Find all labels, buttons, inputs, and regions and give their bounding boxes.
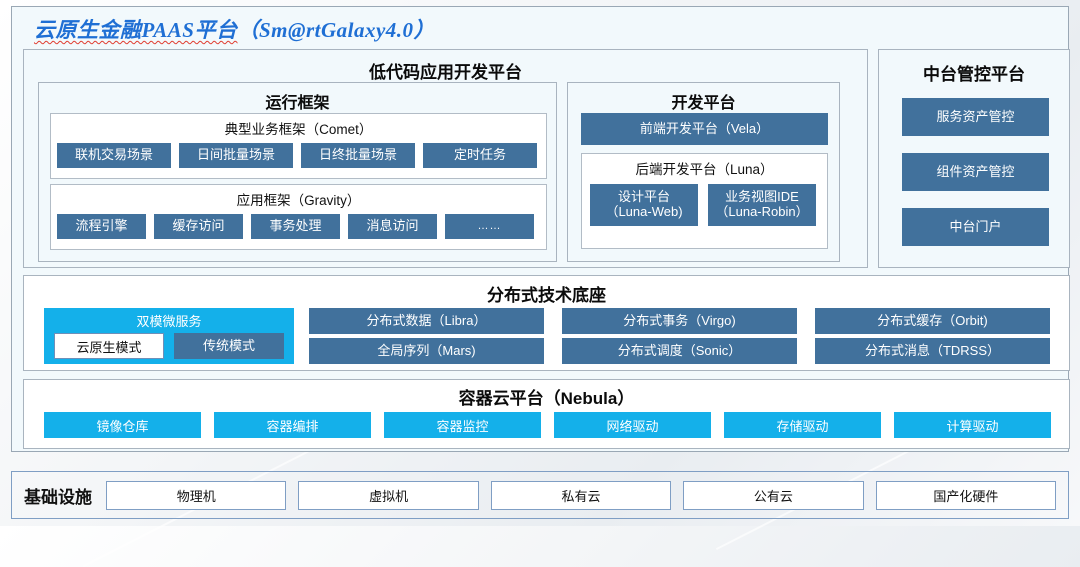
infrastructure-item[interactable]: 物理机 xyxy=(106,480,287,510)
dist-schedule-sonic-box[interactable]: 分布式调度（Sonic） xyxy=(562,338,797,364)
traditional-mode-box[interactable]: 传统模式 xyxy=(174,333,284,359)
dist-message-tdrss-box[interactable]: 分布式消息（TDRSS） xyxy=(815,338,1050,364)
luna-robin-line2: （Luna-Robin） xyxy=(715,204,809,219)
frontend-dev-platform-box[interactable]: 前端开发平台（Vela） xyxy=(581,113,828,145)
container-item[interactable]: 存储驱动 xyxy=(724,412,881,438)
runtime-framework-panel: 运行框架 典型业务框架（Comet） 联机交易场景 日间批量场景 日终批量场景 … xyxy=(38,82,557,262)
midcontrol-platform-panel: 中台管控平台 服务资产管控 组件资产管控 中台门户 xyxy=(878,49,1070,268)
container-item[interactable]: 网络驱动 xyxy=(554,412,711,438)
gravity-item[interactable]: 缓存访问 xyxy=(154,214,243,239)
comet-item[interactable]: 定时任务 xyxy=(423,143,537,168)
container-cloud-header: 容器云平台（Nebula） xyxy=(458,389,635,408)
runtime-framework-header: 运行框架 xyxy=(265,95,330,112)
distributed-base-panel: 分布式技术底座 双模微服务 云原生模式 传统模式 分布式数据（Libra） 全局… xyxy=(23,275,1070,371)
page-title-zh: 云原生金融PAAS平台 xyxy=(34,18,238,42)
infrastructure-item[interactable]: 私有云 xyxy=(490,480,672,510)
gravity-item[interactable]: 消息访问 xyxy=(348,214,437,239)
dev-platform-header: 开发平台 xyxy=(671,95,736,112)
gravity-item[interactable]: 事务处理 xyxy=(251,214,340,239)
distributed-base-header: 分布式技术底座 xyxy=(487,286,606,305)
architecture-diagram: 云原生金融PAAS平台（Sm@rtGalaxy4.0） 低代码应用开发平台 运行… xyxy=(11,6,1070,452)
comet-item[interactable]: 日间批量场景 xyxy=(179,143,293,168)
dualmode-items-row: 云原生模式 传统模式 xyxy=(54,333,284,359)
midcontrol-item[interactable]: 服务资产管控 xyxy=(902,98,1049,136)
dist-data-libra-box[interactable]: 分布式数据（Libra） xyxy=(309,308,544,334)
comet-item[interactable]: 联机交易场景 xyxy=(57,143,171,168)
dev-platform-panel: 开发平台 前端开发平台（Vela） 后端开发平台（Luna） 设计平台 （Lun… xyxy=(567,82,840,262)
gravity-items-row: 流程引擎 缓存访问 事务处理 消息访问 …… xyxy=(51,209,546,239)
midcontrol-item[interactable]: 中台门户 xyxy=(902,208,1049,246)
backend-items-row: 设计平台 （Luna-Web) 业务视图IDE （Luna-Robin） xyxy=(582,178,827,226)
global-sequence-mars-box[interactable]: 全局序列（Mars) xyxy=(309,338,544,364)
container-item[interactable]: 计算驱动 xyxy=(894,412,1051,438)
gravity-item-ellipsis[interactable]: …… xyxy=(445,214,534,239)
infrastructure-bar: 基础设施 物理机 虚拟机 私有云 公有云 国产化硬件 xyxy=(11,471,1069,519)
luna-robin-box[interactable]: 业务视图IDE （Luna-Robin） xyxy=(708,184,816,226)
container-item[interactable]: 镜像仓库 xyxy=(44,412,201,438)
infrastructure-item[interactable]: 公有云 xyxy=(683,480,864,510)
container-items-row: 镜像仓库 容器编排 容器监控 网络驱动 存储驱动 计算驱动 xyxy=(44,412,1051,438)
gravity-header: 应用框架（Gravity） xyxy=(236,193,361,208)
dualmode-microservice-box: 双模微服务 云原生模式 传统模式 xyxy=(44,308,294,364)
page-title-en: （Sm@rtGalaxy4.0） xyxy=(237,18,436,42)
dist-cache-orbit-box[interactable]: 分布式缓存（Orbit) xyxy=(815,308,1050,334)
midcontrol-header: 中台管控平台 xyxy=(923,65,1025,84)
container-item[interactable]: 容器编排 xyxy=(214,412,371,438)
lowcode-platform-panel: 低代码应用开发平台 运行框架 典型业务框架（Comet） 联机交易场景 日间批量… xyxy=(23,49,868,268)
backend-dev-platform-header: 后端开发平台（Luna） xyxy=(635,162,774,177)
comet-item[interactable]: 日终批量场景 xyxy=(301,143,415,168)
container-cloud-panel: 容器云平台（Nebula） 镜像仓库 容器编排 容器监控 网络驱动 存储驱动 计… xyxy=(23,379,1070,449)
luna-web-line2: （Luna-Web) xyxy=(605,204,683,219)
dist-transaction-virgo-box[interactable]: 分布式事务（Virgo) xyxy=(562,308,797,334)
container-item[interactable]: 容器监控 xyxy=(384,412,541,438)
lowcode-platform-header: 低代码应用开发平台 xyxy=(369,63,522,82)
cloud-native-mode-box[interactable]: 云原生模式 xyxy=(54,333,164,359)
infrastructure-label: 基础设施 xyxy=(24,487,92,507)
midcontrol-item[interactable]: 组件资产管控 xyxy=(902,153,1049,191)
gravity-panel: 应用框架（Gravity） 流程引擎 缓存访问 事务处理 消息访问 …… xyxy=(50,184,547,250)
luna-robin-line1: 业务视图IDE xyxy=(725,189,799,205)
infrastructure-item[interactable]: 国产化硬件 xyxy=(875,480,1057,510)
comet-items-row: 联机交易场景 日间批量场景 日终批量场景 定时任务 xyxy=(51,138,546,168)
gravity-item[interactable]: 流程引擎 xyxy=(57,214,146,239)
luna-web-line1: 设计平台 xyxy=(617,189,670,205)
comet-header: 典型业务框架（Comet） xyxy=(224,122,373,137)
luna-web-box[interactable]: 设计平台 （Luna-Web) xyxy=(590,184,698,226)
backend-dev-platform-panel: 后端开发平台（Luna） 设计平台 （Luna-Web) 业务视图IDE （Lu… xyxy=(581,153,828,249)
infrastructure-item[interactable]: 虚拟机 xyxy=(298,480,479,510)
page-title: 云原生金融PAAS平台（Sm@rtGalaxy4.0） xyxy=(12,7,1068,44)
dualmode-header: 双模微服务 xyxy=(136,314,202,329)
comet-panel: 典型业务框架（Comet） 联机交易场景 日间批量场景 日终批量场景 定时任务 xyxy=(50,113,547,179)
